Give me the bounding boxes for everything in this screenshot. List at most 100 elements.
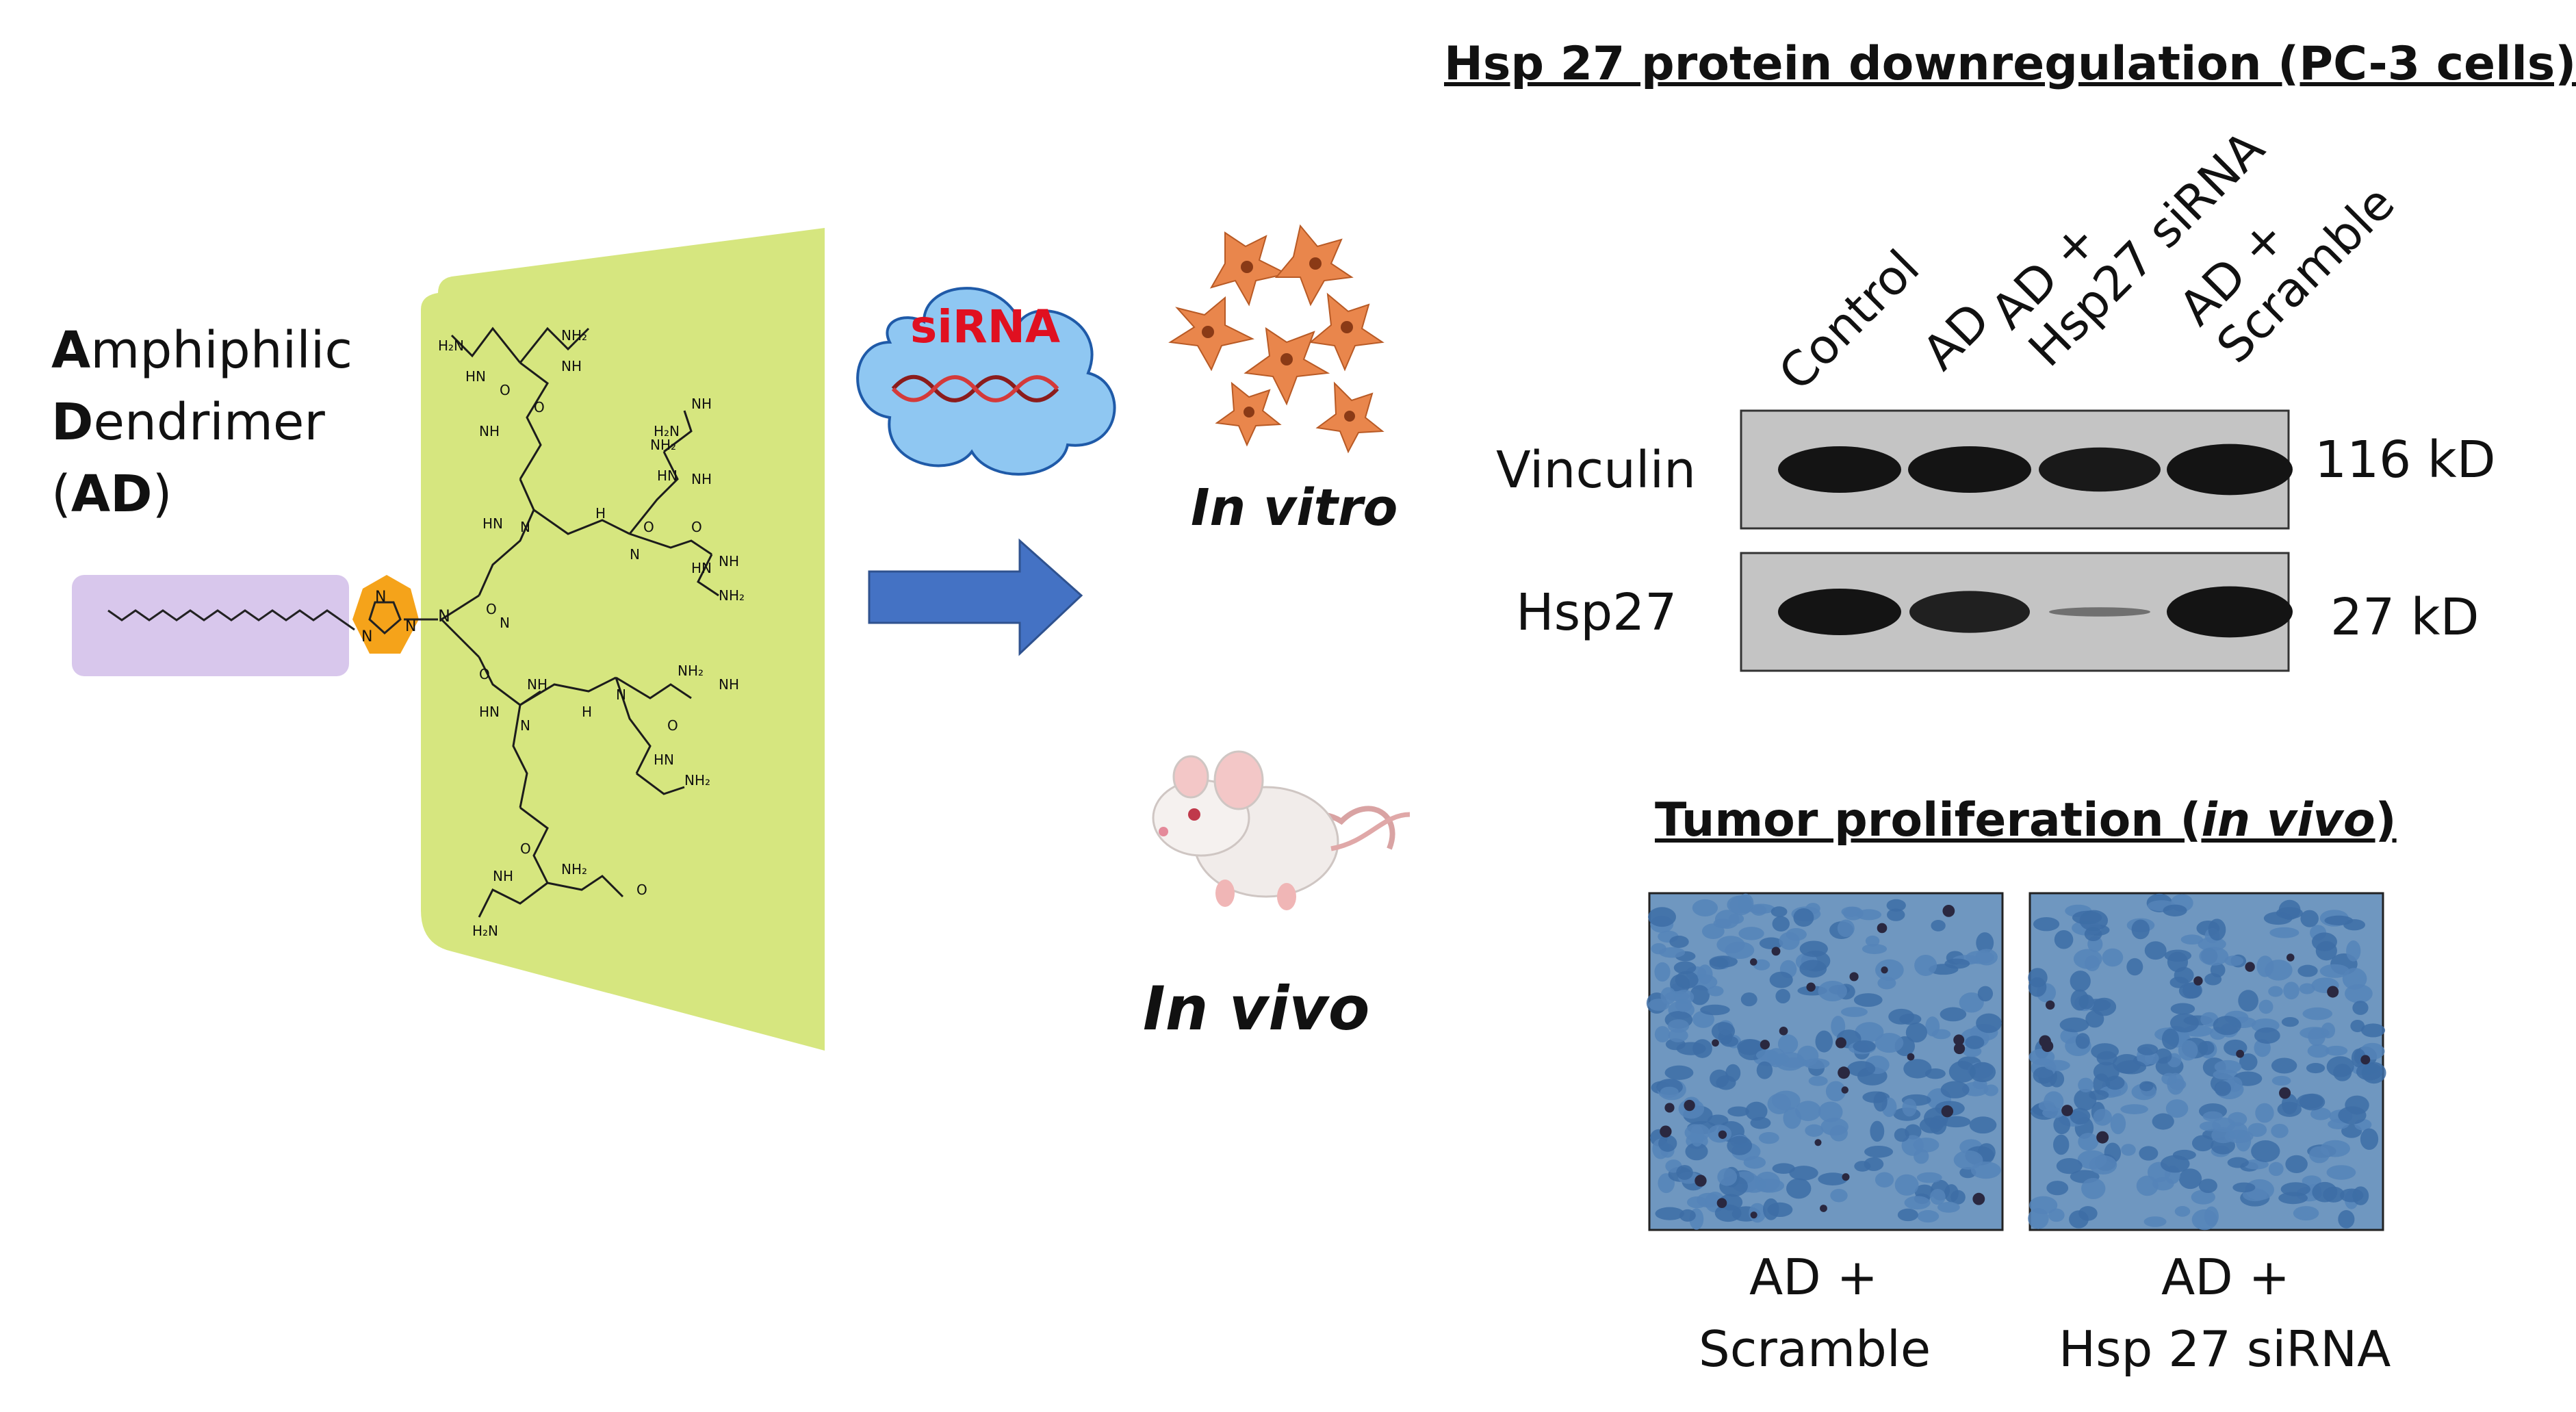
ihc-cell bbox=[1799, 960, 1827, 978]
blot-band bbox=[1778, 589, 1901, 635]
ihc-cell bbox=[1795, 1101, 1821, 1121]
ihc-cell bbox=[2161, 1073, 2177, 1085]
ihc-cell bbox=[2204, 1206, 2219, 1227]
ihc-cell bbox=[2084, 955, 2100, 971]
atom-label: O bbox=[636, 882, 647, 898]
ihc-cell bbox=[2251, 1140, 2280, 1162]
ihc-cell bbox=[1976, 932, 1994, 954]
ihc-positive-nucleus bbox=[2360, 1055, 2371, 1065]
ihc-cell bbox=[1727, 1106, 1750, 1117]
ihc-cell bbox=[1654, 1026, 1671, 1043]
ihc-cell bbox=[2085, 1010, 2104, 1028]
ihc-cell bbox=[1803, 1058, 1830, 1069]
ihc-cell bbox=[2198, 1179, 2217, 1193]
ihc-cell bbox=[1815, 1030, 1833, 1053]
ihc-positive-nucleus bbox=[2279, 1087, 2291, 1099]
ihc-positive-nucleus bbox=[1695, 1174, 1707, 1187]
ihc-cell bbox=[1775, 988, 1790, 1003]
ihc-cell bbox=[2214, 1060, 2242, 1074]
ihc-positive-nucleus bbox=[1806, 982, 1816, 992]
ihc-cell bbox=[2293, 1206, 2319, 1221]
atom-label: N bbox=[520, 717, 530, 734]
ihc-cell bbox=[1830, 1189, 1848, 1203]
ihc-cell bbox=[2096, 1051, 2117, 1066]
ihc-cell bbox=[1675, 999, 1692, 1012]
atom-label: HN bbox=[479, 704, 500, 720]
ihc-cell bbox=[2120, 1104, 2148, 1114]
ihc-cell bbox=[2033, 1066, 2054, 1084]
atom-label: N bbox=[500, 615, 510, 631]
ihc-cell bbox=[2070, 989, 2089, 1011]
blot-title: Hsp 27 protein downregulation (PC-3 cell… bbox=[1444, 37, 2576, 91]
ihc-cell bbox=[1692, 899, 1718, 916]
ihc-cell bbox=[2056, 1157, 2083, 1174]
ihc-cell bbox=[2089, 1155, 2117, 1175]
ihc-cell bbox=[1870, 1120, 1885, 1142]
ihc-cell bbox=[1865, 935, 1880, 947]
ihc-cell bbox=[2136, 1175, 2159, 1196]
ihc-cell bbox=[2182, 981, 2202, 999]
ihc-positive-nucleus bbox=[1842, 1173, 1850, 1181]
ihc-cell bbox=[1887, 908, 1905, 921]
ihc-cell bbox=[2255, 1103, 2274, 1123]
ihc-positive-nucleus bbox=[1877, 923, 1888, 934]
ihc-cell bbox=[2053, 1115, 2071, 1135]
ihc-cell bbox=[1789, 1166, 1818, 1181]
ihc-cell bbox=[1853, 993, 1883, 1007]
ihc-cell bbox=[2310, 1107, 2332, 1120]
ihc-cell bbox=[1894, 1128, 1909, 1142]
ihc-cell bbox=[1717, 1168, 1738, 1186]
ihc-cell bbox=[1709, 957, 1729, 970]
ihc-cell bbox=[2137, 1044, 2159, 1055]
ihc-cell bbox=[1756, 1061, 1773, 1079]
atom-label: HN bbox=[482, 515, 503, 532]
ihc-cell bbox=[2276, 907, 2303, 919]
ihc-cell bbox=[1818, 981, 1847, 1001]
ihc-cell bbox=[1711, 1022, 1736, 1041]
ihc-cell bbox=[1983, 1084, 1998, 1096]
ihc-cell bbox=[1721, 1036, 1739, 1047]
ihc-cell bbox=[1930, 1188, 1946, 1205]
ihc-cell bbox=[2163, 904, 2187, 916]
triazole-atom: N bbox=[405, 618, 417, 635]
ihc-cell bbox=[1676, 1042, 1706, 1055]
ihc-cell bbox=[1675, 971, 1699, 989]
caption-hsp27-line2: Hsp 27 siRNA bbox=[2059, 1320, 2391, 1378]
ihc-cell bbox=[1825, 1081, 1846, 1102]
ihc-cell bbox=[1904, 1196, 1931, 1210]
atom-label: HN bbox=[465, 368, 486, 385]
ihc-cell bbox=[2078, 1077, 2094, 1093]
ihc-cell bbox=[1793, 908, 1814, 927]
ihc-cell bbox=[2208, 919, 2226, 941]
ihc-cell bbox=[2078, 1206, 2098, 1221]
ihc-cell bbox=[2180, 934, 2204, 945]
ihc-cell bbox=[1714, 1204, 1742, 1222]
ihc-cell bbox=[1902, 1099, 1917, 1117]
ihc-cell bbox=[1770, 906, 1788, 917]
ihc-cell bbox=[2053, 1134, 2070, 1155]
ihc-cell bbox=[1931, 919, 1946, 932]
atom-label: NH bbox=[719, 553, 739, 569]
ihc-cell bbox=[1779, 932, 1800, 950]
ihc-cell bbox=[2324, 915, 2354, 925]
atom-label: N bbox=[630, 546, 640, 563]
atom-label: NH₂ bbox=[719, 587, 745, 604]
ihc-cell bbox=[1965, 1036, 1985, 1049]
ihc-cell bbox=[2312, 932, 2337, 951]
ihc-positive-nucleus bbox=[2061, 1105, 2073, 1116]
atom-label: O bbox=[520, 840, 531, 857]
ihc-cell bbox=[1829, 1125, 1848, 1142]
ihc-cell bbox=[2239, 1053, 2258, 1071]
ihc-cell bbox=[1755, 1178, 1785, 1193]
ihc-cell bbox=[1805, 1124, 1824, 1138]
ihc-cell bbox=[1948, 1061, 1976, 1083]
ihc-cell bbox=[1751, 905, 1767, 916]
ihc-positive-nucleus bbox=[1881, 966, 1888, 974]
ihc-cell bbox=[2281, 1016, 2299, 1027]
ihc-cell bbox=[2178, 1168, 2202, 1190]
blot-band bbox=[2167, 586, 2293, 638]
ihc-positive-nucleus bbox=[1820, 1205, 1827, 1212]
arrow-right-icon bbox=[868, 538, 1083, 656]
ihc-cell bbox=[1976, 1013, 2002, 1034]
ihc-cell bbox=[1818, 1101, 1843, 1122]
